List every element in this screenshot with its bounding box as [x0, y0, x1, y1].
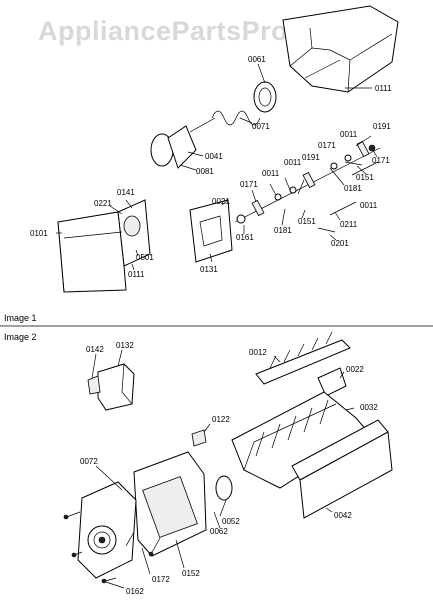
label-0201: 0201 — [331, 239, 349, 248]
switch-bracket — [87, 363, 135, 411]
label-0052: 0052 — [222, 517, 240, 526]
label-0501: 0501 — [136, 253, 154, 262]
front-cover-plate — [77, 481, 137, 579]
label-0081: 0081 — [196, 167, 214, 176]
control-housing — [133, 451, 233, 557]
front-cover — [57, 211, 127, 293]
bracket-plate — [189, 199, 233, 263]
label-0111-top: 0111 — [375, 84, 392, 93]
label-0171-c: 0171 — [240, 180, 258, 189]
stripper — [317, 367, 347, 397]
label-0111-bottom: 0111 — [128, 270, 145, 279]
ejector-blade — [255, 331, 351, 385]
label-0011-a: 0011 — [340, 130, 358, 139]
image2-caption: Image 2 — [4, 332, 37, 342]
screws — [63, 511, 161, 584]
label-0101: 0101 — [30, 229, 48, 238]
label-0162: 0162 — [126, 587, 144, 596]
label-0041: 0041 — [205, 152, 223, 161]
label-0221: 0221 — [94, 199, 112, 208]
label-0061: 0061 — [248, 55, 266, 64]
label-0022: 0022 — [346, 365, 364, 374]
label-0181-a: 0181 — [344, 184, 362, 193]
label-0172: 0172 — [152, 575, 170, 584]
label-0191-a: 0191 — [373, 122, 391, 131]
label-0132: 0132 — [116, 341, 134, 350]
label-0032: 0032 — [360, 403, 378, 412]
image2-ice-maker-assembly: 0142 0132 0012 0022 0032 0122 0072 0042 … — [63, 331, 393, 596]
spring — [211, 110, 261, 126]
label-0131: 0131 — [200, 265, 218, 274]
label-0072: 0072 — [80, 457, 98, 466]
label-0142: 0142 — [86, 345, 104, 354]
image1-leader-lines — [56, 63, 378, 271]
label-0181-b: 0181 — [274, 226, 292, 235]
label-0191-b: 0191 — [302, 153, 320, 162]
disc-part — [253, 81, 277, 113]
image1-ice-maker-assembly: 0061 0111 0071 0041 0081 0011 0191 0171 … — [30, 5, 399, 293]
label-0161: 0161 — [236, 233, 254, 242]
ice-bucket — [282, 5, 399, 93]
image1-caption: Image 1 — [4, 313, 37, 323]
label-0042: 0042 — [334, 511, 352, 520]
label-0011-b: 0011 — [284, 158, 302, 167]
label-0012: 0012 — [249, 348, 267, 357]
label-0122: 0122 — [212, 415, 230, 424]
label-0171-b: 0171 — [318, 141, 336, 150]
label-0011-d: 0011 — [360, 201, 378, 210]
label-0062: 0062 — [210, 527, 228, 536]
image2-leader-lines — [91, 349, 355, 589]
bushing-parts — [236, 140, 376, 224]
label-0151-a: 0151 — [356, 173, 374, 182]
label-0141: 0141 — [117, 188, 135, 197]
label-0211: 0211 — [340, 220, 358, 229]
label-0021: 0021 — [212, 197, 230, 206]
label-0171-a: 0171 — [372, 156, 390, 165]
auger-assembly — [150, 117, 216, 169]
label-0011-c: 0011 — [262, 169, 280, 178]
label-0071: 0071 — [252, 122, 270, 131]
label-0152: 0152 — [182, 569, 200, 578]
clip-part — [191, 429, 207, 447]
shield — [291, 419, 393, 519]
label-0151-b: 0151 — [298, 217, 316, 226]
